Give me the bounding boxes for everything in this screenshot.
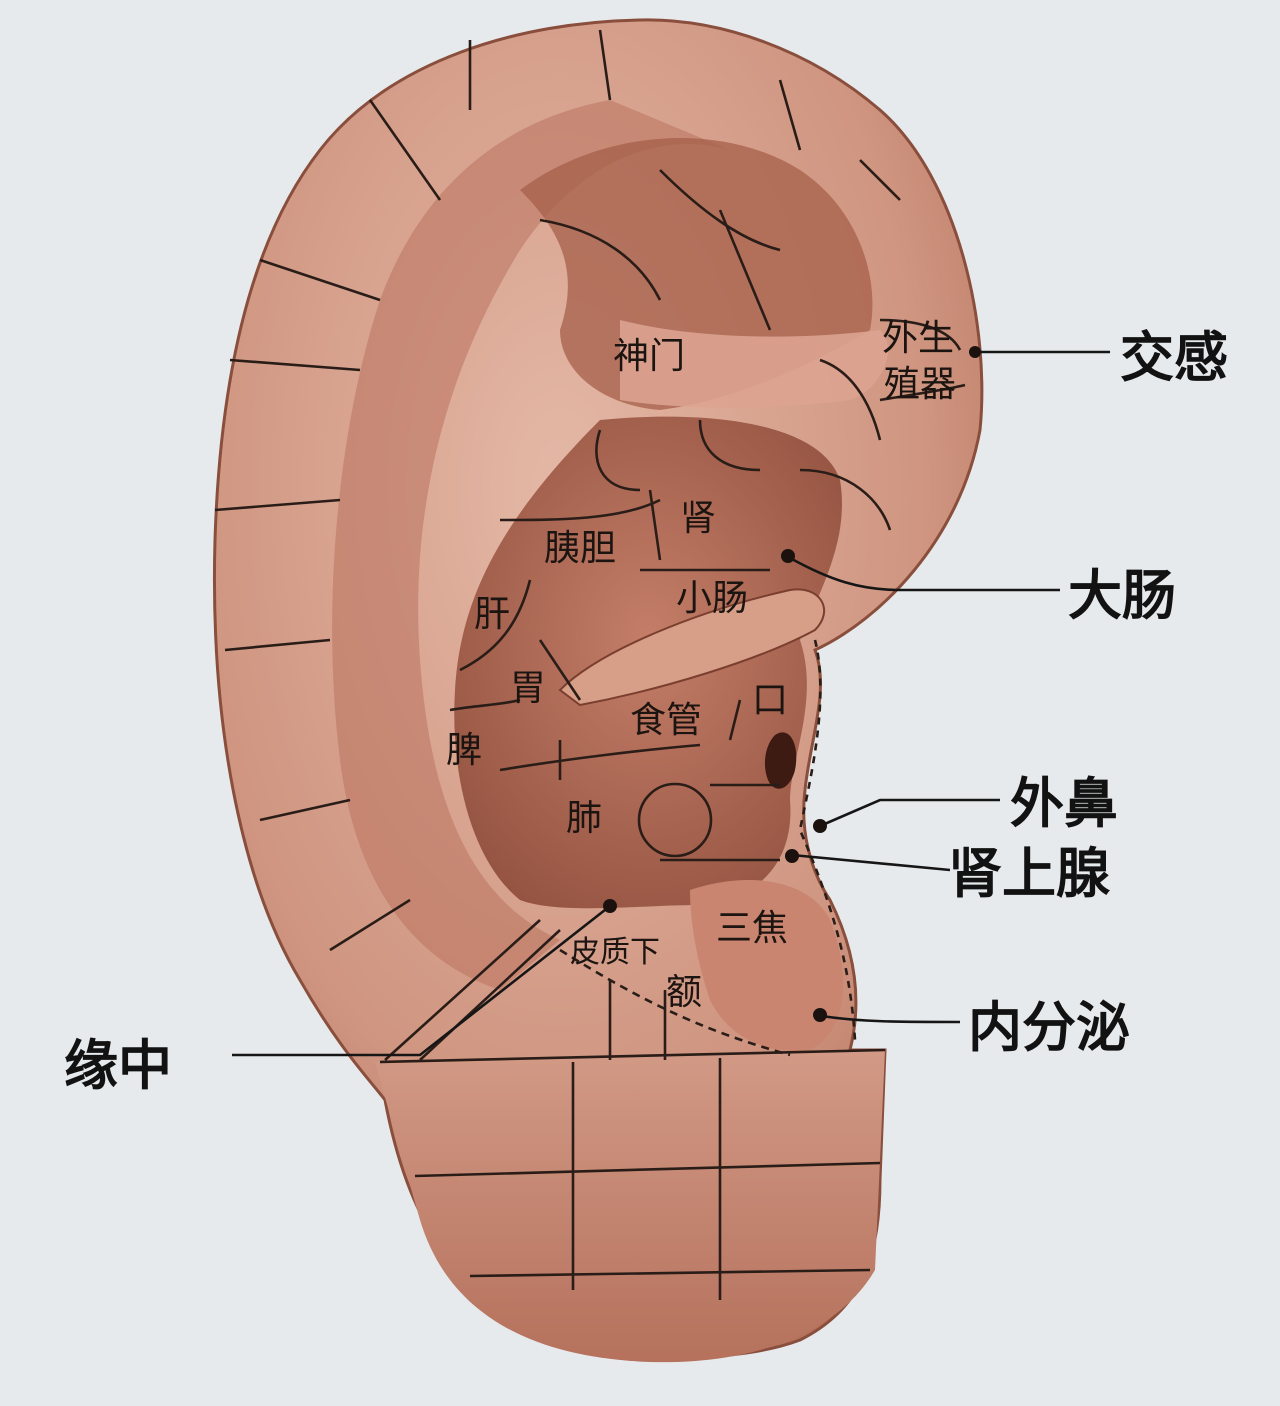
inner-labels: 神门 外生 殖器 肾 胰胆 小肠 肝 胃 口 食管 脾 肺 三焦 皮质下 额 xyxy=(446,318,956,1013)
helix-crus xyxy=(558,588,826,707)
external-labels: 交感 大肠 外鼻 肾上腺 内分泌 缘中 xyxy=(64,326,1228,1097)
label-kou: 口 xyxy=(752,680,788,721)
point-neifenmi xyxy=(813,1008,827,1022)
label-shen: 肾 xyxy=(680,498,716,539)
point-waibi xyxy=(813,819,827,833)
label-pi: 脾 xyxy=(446,730,482,771)
leader-dachang xyxy=(789,556,1060,592)
tragus xyxy=(690,880,844,1051)
point-jiaogan xyxy=(969,346,981,358)
superior-crus xyxy=(620,320,889,408)
label-shenshangxian: 肾上腺 xyxy=(948,842,1111,905)
point-yuanzhong xyxy=(603,899,617,913)
point-dachang xyxy=(781,549,795,563)
label-wei: 胃 xyxy=(510,668,546,709)
label-dachang: 大肠 xyxy=(1068,564,1176,627)
zone-lines xyxy=(214,29,966,952)
ear-canal-notch xyxy=(764,732,797,789)
leader-yuanzhong xyxy=(232,904,611,1057)
label-shenmen: 神门 xyxy=(613,336,685,377)
label-waibi: 外鼻 xyxy=(1010,772,1118,835)
label-yuanzhong: 缘中 xyxy=(64,1034,172,1097)
label-jiaogan: 交感 xyxy=(1120,326,1228,389)
lobe-grid xyxy=(379,639,886,1300)
label-e: 额 xyxy=(666,972,702,1013)
antihelix xyxy=(332,100,730,990)
leader-shenshangxian xyxy=(791,853,951,872)
label-gan: 肝 xyxy=(474,594,510,635)
acupoint-dots xyxy=(603,346,981,1022)
label-pizhixia: 皮质下 xyxy=(570,935,660,970)
label-neifenmi: 内分泌 xyxy=(968,996,1130,1059)
label-waisheng-2: 殖器 xyxy=(884,364,956,405)
ear-lobe xyxy=(375,1050,885,1363)
point-shenshangxian xyxy=(785,849,799,863)
leader-waibi xyxy=(819,798,1000,828)
leader-lines xyxy=(232,350,1110,1057)
label-xiaochang: 小肠 xyxy=(676,578,748,619)
leader-neifenmi xyxy=(821,1014,961,1024)
label-yidan: 胰胆 xyxy=(544,528,616,569)
label-shiguan: 食管 xyxy=(630,700,702,741)
label-fei: 肺 xyxy=(566,798,602,839)
label-sanjiao: 三焦 xyxy=(716,908,788,949)
label-waisheng-1: 外生 xyxy=(882,318,954,359)
